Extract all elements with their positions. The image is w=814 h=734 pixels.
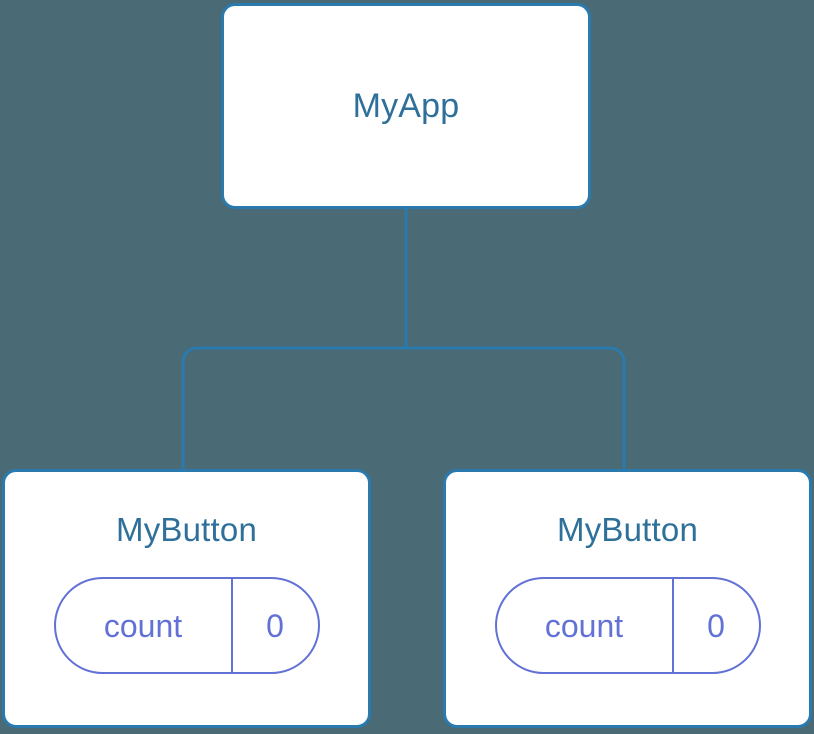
node-mybutton-1[interactable]: MyButton count 0 [2, 469, 371, 728]
node-myapp[interactable]: MyApp [221, 3, 591, 209]
prop-value-label: 0 [707, 607, 725, 644]
node-mybutton-2-prop-count[interactable]: count 0 [494, 577, 761, 674]
edge-root-to-left-child [181, 346, 406, 470]
node-mybutton-2-title: MyButton [557, 511, 698, 548]
node-mybutton-1-prop-count[interactable]: count 0 [53, 577, 320, 674]
prop-value-label: 0 [266, 607, 284, 644]
prop-key-label: count [497, 579, 674, 672]
node-mybutton-1-title: MyButton [116, 511, 257, 548]
node-mybutton-2[interactable]: MyButton count 0 [443, 469, 812, 728]
node-myapp-title: MyApp [352, 87, 460, 125]
edge-root-to-right-child [406, 346, 626, 470]
prop-key-label: count [56, 579, 233, 672]
